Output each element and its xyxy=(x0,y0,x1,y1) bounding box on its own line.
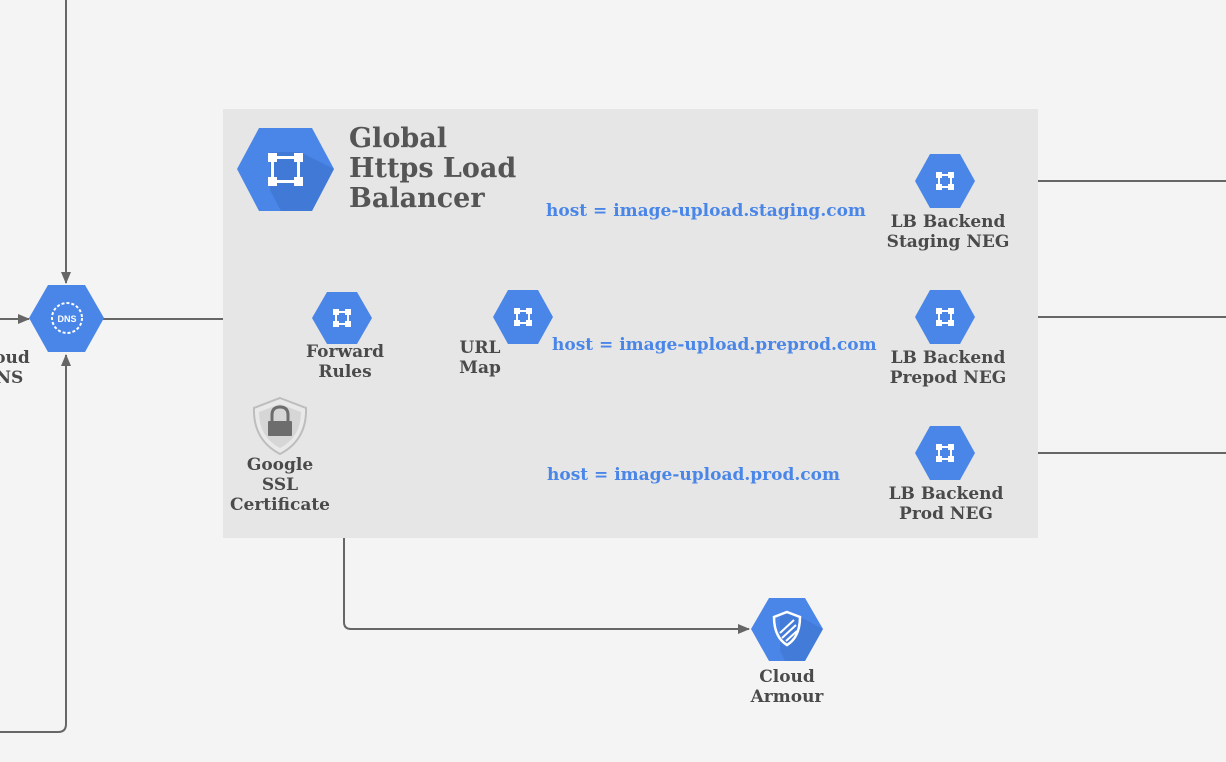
backend-prod-label-line: Prod NEG xyxy=(899,504,993,524)
backend-prod-icon xyxy=(915,426,975,480)
forward-rules-label: Forward Rules xyxy=(306,342,384,382)
cloud-armour-icon xyxy=(751,598,823,661)
forward-rules-icon xyxy=(312,292,372,344)
dns-icon-text: DNS xyxy=(57,314,76,324)
backend-preprod-label: LB Backend Prepod NEG xyxy=(890,348,1007,388)
url-map-icon xyxy=(493,290,553,344)
cloud-armour-label-line: Armour xyxy=(750,687,824,707)
route-label-preprod: host = image-upload.preprod.com xyxy=(552,335,877,355)
backend-prod-label-line: LB Backend xyxy=(888,484,1004,504)
dns-label-line: DNS xyxy=(0,368,24,388)
ssl-label-line: SSL xyxy=(261,475,299,495)
url-map-label-line: Map xyxy=(459,358,501,378)
cloud-armour-label: Cloud Armour xyxy=(751,667,824,707)
forward-rules-label-line: Rules xyxy=(318,362,372,382)
backend-staging-label-line: Staging NEG xyxy=(886,232,1010,252)
url-map-label-line: URL xyxy=(459,338,501,358)
connector-bottom-to-dns xyxy=(0,354,71,733)
backend-prod-label: LB Backend Prod NEG xyxy=(889,484,1004,524)
backend-preprod-label-line: Prepod NEG xyxy=(889,368,1007,388)
backend-staging-label-line: LB Backend xyxy=(890,212,1006,232)
backend-staging-label: LB Backend Staging NEG xyxy=(887,212,1010,252)
route-label-prod: host = image-upload.prod.com xyxy=(547,465,840,485)
ssl-label-line: Certificate xyxy=(229,495,331,515)
group-title: Global Https Load Balancer xyxy=(349,124,516,214)
cloud-dns-icon: DNS xyxy=(29,285,104,352)
ssl-label: Google SSL Certificate xyxy=(230,455,330,515)
backend-preprod-icon xyxy=(915,290,975,344)
load-balancer-icon xyxy=(237,128,334,211)
ssl-label-line: Google xyxy=(246,455,314,475)
group-title-line: Global xyxy=(349,123,447,154)
ssl-lock-icon xyxy=(252,396,308,456)
dns-label: Cloud DNS xyxy=(0,348,30,388)
dns-label-line: Cloud xyxy=(0,348,30,368)
backend-staging-icon xyxy=(915,154,975,208)
connector-group-to-armour xyxy=(343,538,750,634)
backend-preprod-label-line: LB Backend xyxy=(890,348,1006,368)
route-label-staging: host = image-upload.staging.com xyxy=(546,201,866,221)
url-map-label: URL Map xyxy=(459,338,501,378)
group-title-line: Https Load xyxy=(349,153,517,184)
cloud-armour-label-line: Cloud xyxy=(759,667,815,687)
forward-rules-label-line: Forward xyxy=(306,342,384,362)
group-title-line: Balancer xyxy=(349,183,485,214)
